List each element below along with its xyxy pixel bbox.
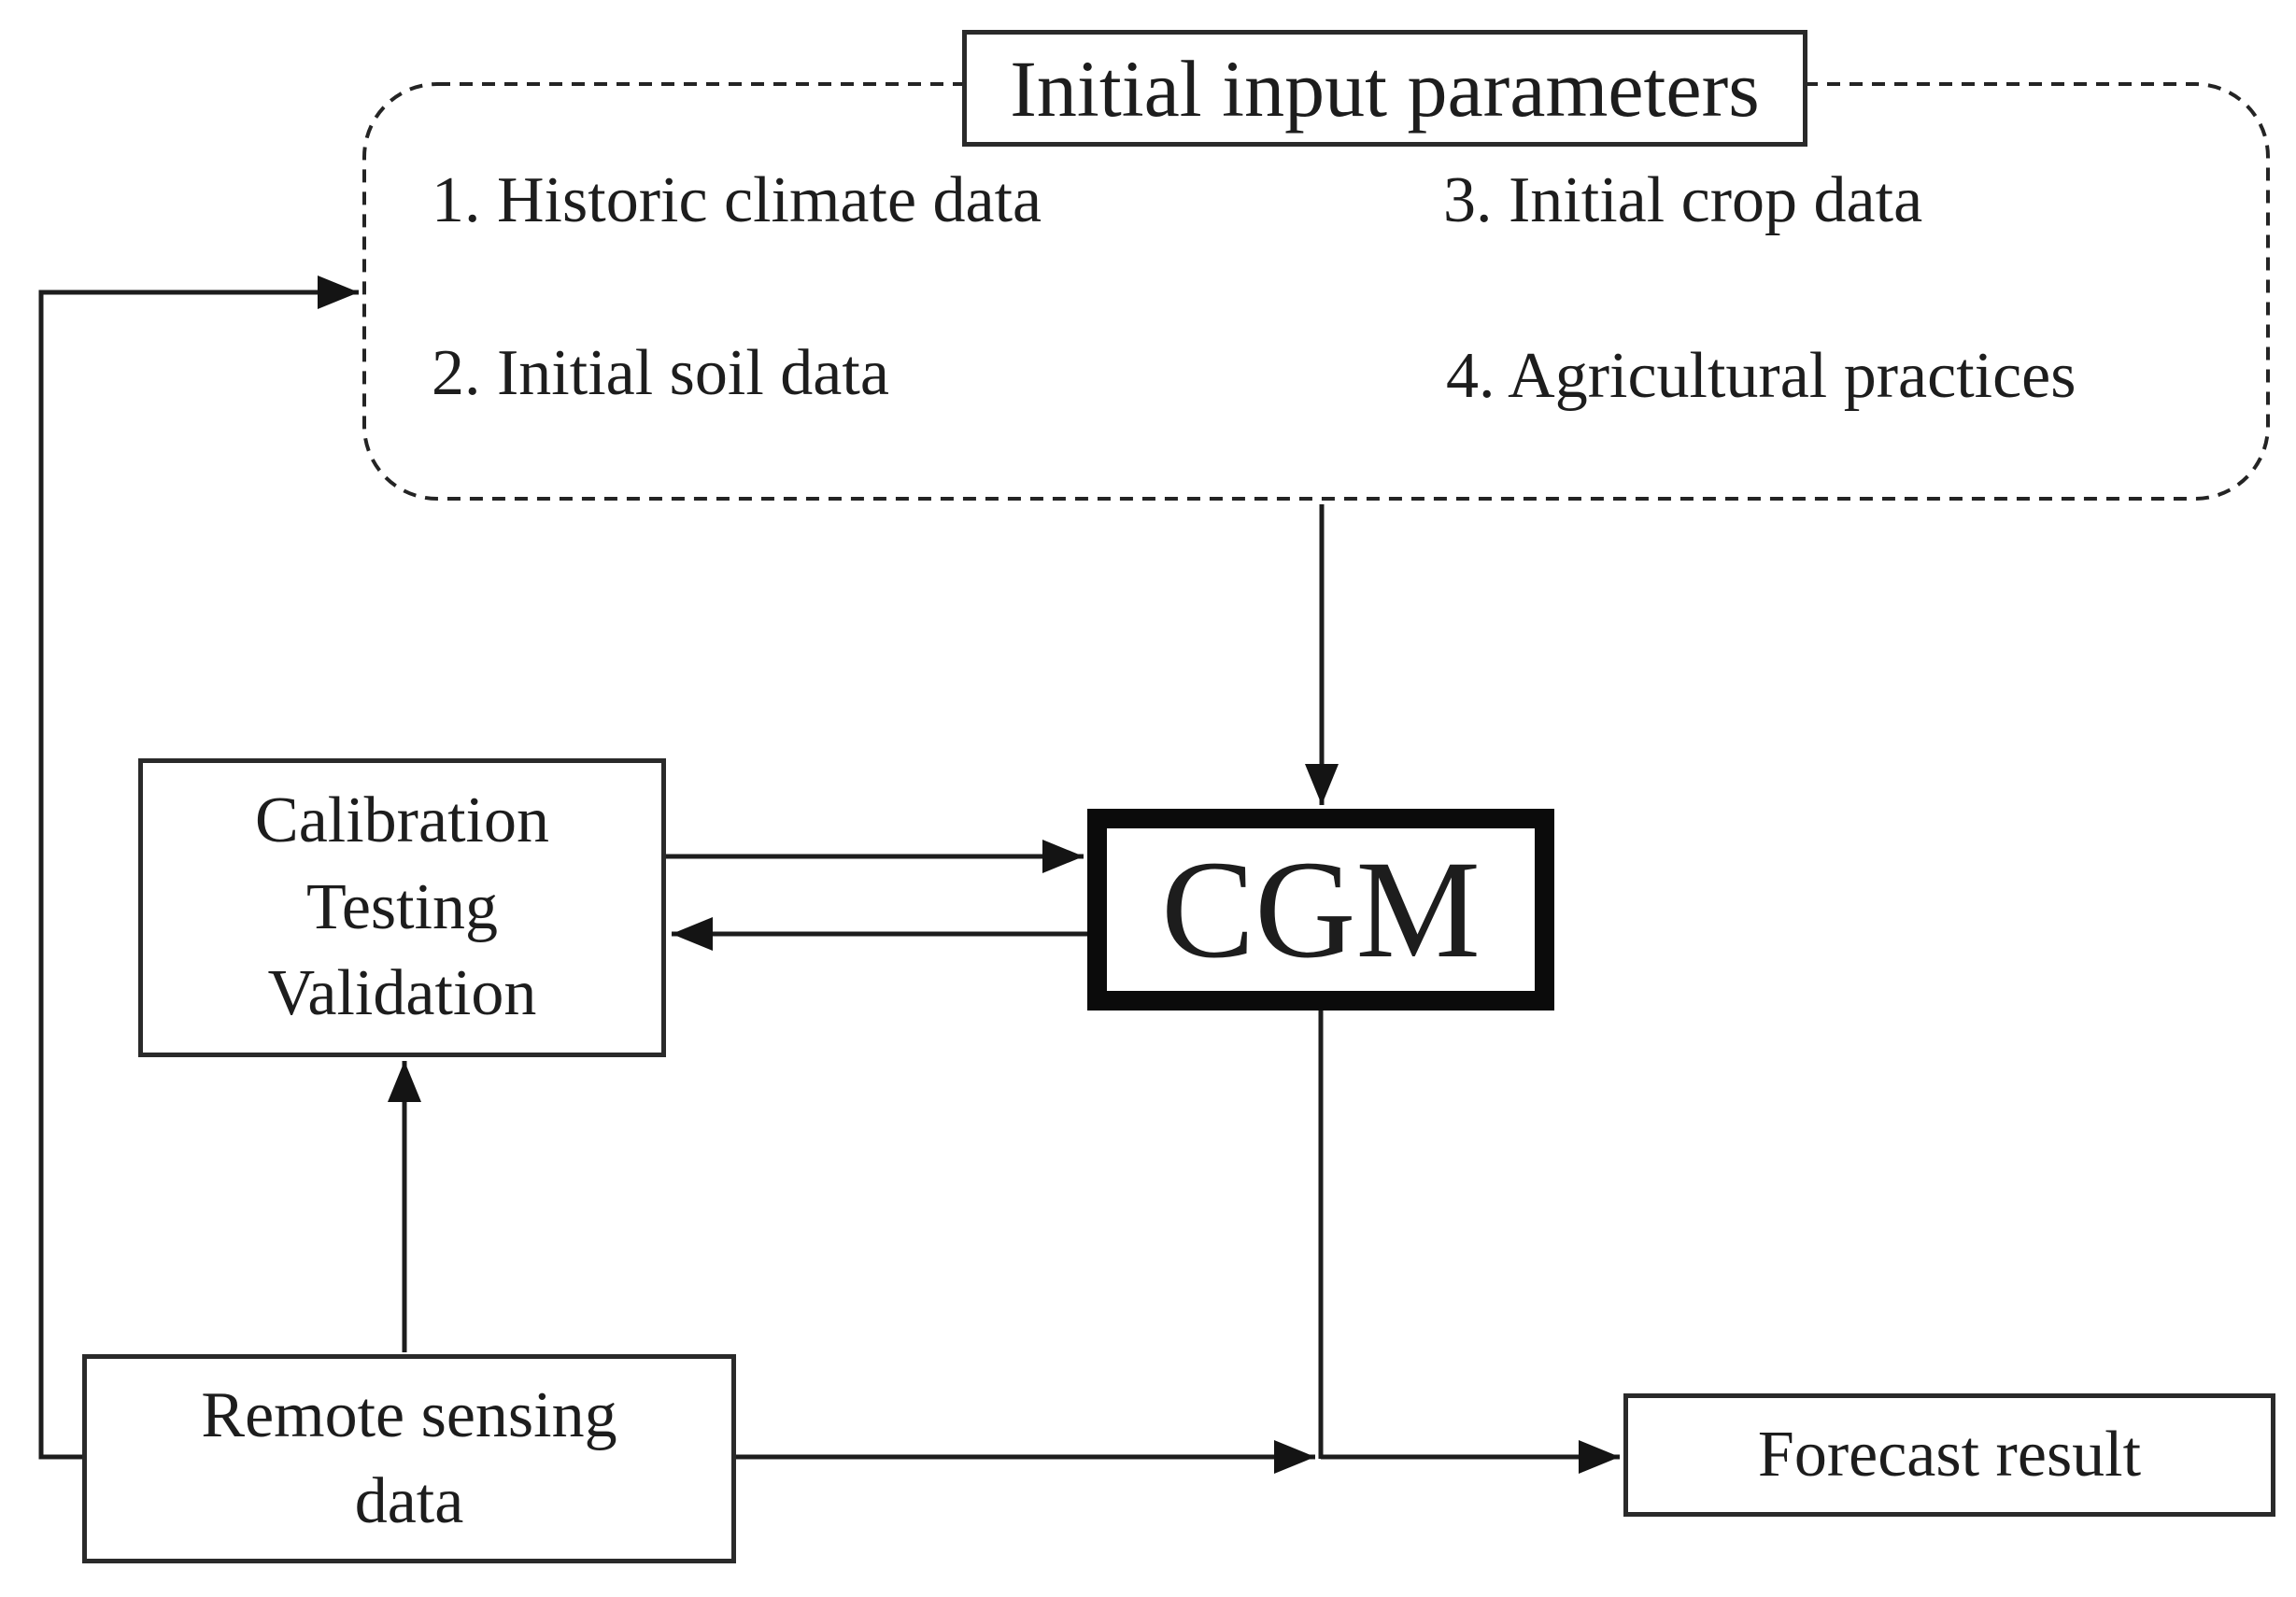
calibration-testing-validation-box: Calibration Testing Validation — [138, 758, 666, 1057]
initial-input-parameters-box: Initial input parameters — [962, 30, 1807, 147]
input-item-initial-crop: 3. Initial crop data — [1443, 164, 1923, 236]
validation-line: Validation — [267, 957, 537, 1030]
remote-sensing-line: Remote sensing — [201, 1378, 617, 1451]
remote-sensing-data-box: Remote sensing data — [82, 1354, 736, 1563]
cgm-box: CGM — [1087, 809, 1554, 1010]
forecast-result-box: Forecast result — [1623, 1393, 2275, 1517]
remote-data-line: data — [354, 1465, 464, 1537]
cgm-label: CGM — [1161, 832, 1481, 987]
testing-line: Testing — [305, 870, 499, 943]
input-item-initial-soil: 2. Initial soil data — [432, 337, 889, 409]
input-item-historic-climate: 1. Historic climate data — [432, 164, 1042, 236]
initial-input-parameters-label: Initial input parameters — [1010, 43, 1760, 134]
calibration-line: Calibration — [255, 784, 549, 857]
arrow-remote-loop-to-initial-inputs — [38, 276, 359, 1460]
input-item-agricultural-practices: 4. Agricultural practices — [1446, 340, 2076, 412]
forecast-result-label: Forecast result — [1757, 1418, 2142, 1491]
